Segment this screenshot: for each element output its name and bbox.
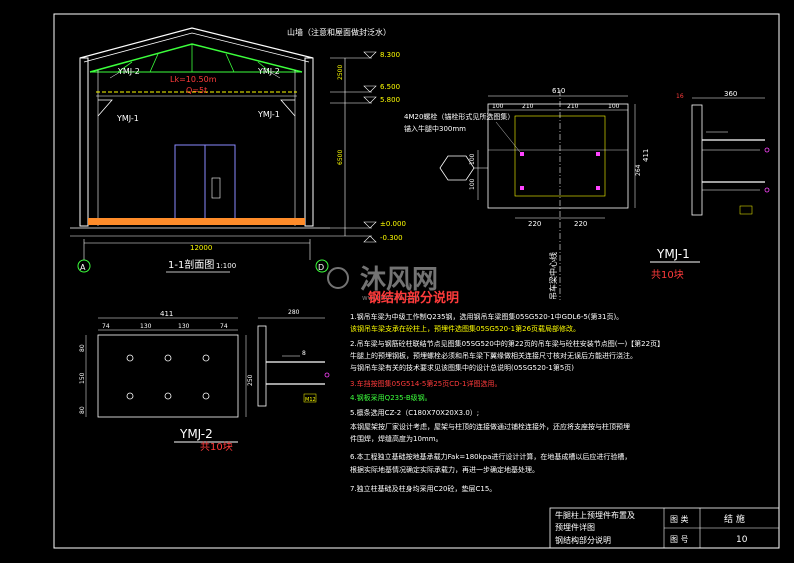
note-line-4: 牛腿上的预埋钢板，预埋螺栓必须和吊车梁下翼缘做相关连接尺寸核对无误后方能进行浇注…: [350, 351, 637, 360]
ymj2-title: YMJ-2: [179, 427, 213, 441]
roof-outline: [79, 27, 314, 59]
bracket-label-left: YMJ-1: [116, 114, 139, 123]
ymj2-sub-dim-4: 74: [220, 323, 228, 330]
ymj1-height-dim: 411: [642, 149, 650, 162]
axis-a-label: A: [80, 263, 86, 272]
ground-slab: [88, 218, 305, 225]
note-line-9: 本钢屋架按厂家设计考虑，屋架与柱顶的连接做通过铺栓连接外，还应将支座按与柱顶预埋: [350, 422, 630, 431]
title-block-number-value: 10: [736, 535, 748, 545]
note-line-6: 3.车挡按图集05G514-5第25页CD-1详图选用。: [350, 379, 502, 388]
ymj1-count: 共10块: [651, 269, 684, 281]
ymj1-left-dim-1: 100: [469, 153, 476, 165]
ymj2-left-dim-2: 150: [79, 372, 86, 384]
ymj1-sub-dim-3: 210: [567, 103, 579, 110]
ymj2-left-dim-1: 80: [79, 344, 86, 352]
ymj1-top-dim: 610: [552, 87, 565, 95]
ymj1-embed-note: 锚入牛腿中300mm: [404, 124, 466, 133]
section-scale: 1:100: [216, 262, 236, 270]
height-dim-1: 2500: [337, 65, 344, 80]
ymj2-height-dim: 250: [247, 374, 254, 386]
note-line-1: 1.钢吊车梁为中级工作制Q235钢，选用钢吊车梁图集05SG520-1中GDL6…: [350, 312, 623, 321]
note-line-5: 与钢吊车梁有关的技术要求见该图集中的设计总说明(05SG520-1第5页): [350, 363, 574, 372]
notes-title: 钢结构部分说明: [368, 290, 459, 306]
title-block: 牛腿柱上预埋件布置及 预埋件详图 钢结构部分说明 图 类 结 施 图 号 10: [549, 507, 780, 549]
watermark-url: www.mfcad.com: [362, 294, 420, 302]
elevation-5: -0.300: [380, 234, 403, 242]
axis-d-label: D: [318, 263, 324, 272]
ymj1-bolt-note: 4M20螺栓（锚栓形式见所选图集）: [404, 112, 514, 121]
beam-label-right: YMJ-2: [257, 67, 280, 76]
height-dim-2: 6500: [337, 150, 344, 165]
elevation-3: 5.800: [380, 96, 400, 104]
elevation-4: ±0.000: [380, 220, 406, 228]
ymj1-plate: [487, 103, 629, 209]
ymj1-detail: 610 100 210 210 100 220 220 100 100 264 …: [404, 87, 770, 300]
roof-note: 山墙（注意和屋面做封泛水）: [287, 27, 391, 37]
bracket-label-right: YMJ-1: [257, 110, 280, 119]
ymj1-side-dim: 264: [635, 164, 642, 176]
right-wall: [304, 57, 314, 227]
section-view: 山墙（注意和屋面做封泛水） YMJ-2 YMJ-2 Lk=10.50m Q=5t…: [70, 27, 406, 273]
title-block-name-3: 钢结构部分说明: [555, 535, 611, 545]
elevation-2: 6.500: [380, 83, 400, 91]
ymj2-right-top-dim: 280: [288, 309, 300, 316]
note-line-3: 2.吊车梁与钢筋砼柱联结节点见图集05SG520中的第22页的吊车梁与砼柱安装节…: [350, 339, 664, 348]
section-title: 1-1剖面图: [168, 258, 214, 271]
ymj2-count: 共10块: [200, 441, 233, 453]
ymj2-plate: [97, 334, 239, 418]
axis-a-bubble: [77, 259, 91, 273]
note-line-10: 件围焊，焊缝高度为10mm。: [350, 434, 443, 443]
span-dim: 12000: [190, 244, 212, 252]
note-line-13: 7.独立柱基础及柱身均采用C20砼，垫层C15。: [350, 484, 496, 493]
ymj1-right-top-dim: 360: [724, 90, 737, 98]
title-block-category-label: 图 类: [670, 514, 689, 524]
ymj2-detail: 411 74 130 130 74 80 150 80 250 YMJ-2 共1…: [79, 309, 330, 453]
title-block-category-value: 结 施: [724, 513, 745, 525]
drawing-frame: [53, 13, 780, 549]
title-block-name-2: 预埋件详图: [555, 522, 595, 532]
notes-section: 钢结构部分说明 1.钢吊车梁为中级工作制Q235钢，选用钢吊车梁图集05SG52…: [350, 290, 664, 493]
crane-span-label: Lk=10.50m: [170, 75, 217, 84]
left-wall: [79, 57, 89, 227]
watermark-text: 沐风网: [360, 265, 438, 295]
ymj2-sub-dim-3: 130: [178, 323, 190, 330]
ymj2-right-side: M12: [305, 397, 316, 403]
ymj2-top-dim: 411: [160, 310, 173, 318]
watermark-logo-icon: [327, 267, 349, 289]
beam-label-left: YMJ-2: [117, 67, 140, 76]
crane-load-label: Q=5t: [186, 86, 207, 95]
ymj2-sub-dim-1: 74: [102, 323, 110, 330]
ymj1-title: YMJ-1: [656, 247, 690, 261]
note-line-2: 该钢吊车梁支承在砼柱上，预埋件选图集05SG520-1第26页载局部修改。: [350, 324, 580, 333]
ymj2-left-dim-3: 80: [79, 406, 86, 414]
ymj1-right-side-dim: 16: [676, 93, 684, 100]
ymj2-right-mark: 8: [302, 350, 306, 357]
note-line-7: 4.钢板采用Q235-B级钢。: [350, 393, 432, 402]
ymj1-sub-dim-2: 210: [522, 103, 534, 110]
title-block-number-label: 图 号: [670, 535, 689, 544]
note-line-8: 5.檩条选用CZ-2（C180X70X20X3.0）;: [350, 408, 479, 417]
ymj1-centerline-label: 吊车梁中心线: [548, 252, 558, 300]
note-line-11: 6.本工程独立基础按地基承载力Fak=180kpa进行设计计算，在地基成槽以后应…: [350, 452, 631, 461]
ymj1-sub-dim-1: 100: [492, 103, 504, 110]
title-block-name-1: 牛腿柱上预埋件布置及: [555, 510, 635, 520]
ymj1-bottom-dim-1: 220: [528, 220, 541, 228]
ymj1-sub-dim-4: 100: [608, 103, 620, 110]
ymj2-sub-dim-2: 130: [140, 323, 152, 330]
axis-d-bubble: [315, 259, 329, 273]
watermark: 沐风网 www.mfcad.com: [327, 265, 438, 302]
elevation-1: 8.300: [380, 51, 400, 59]
note-line-12: 根据实际地基情况确定实际承载力，再进一步确定地基处理。: [350, 465, 539, 474]
ymj1-bottom-dim-2: 220: [574, 220, 587, 228]
ymj1-left-dim-2: 100: [469, 178, 476, 190]
